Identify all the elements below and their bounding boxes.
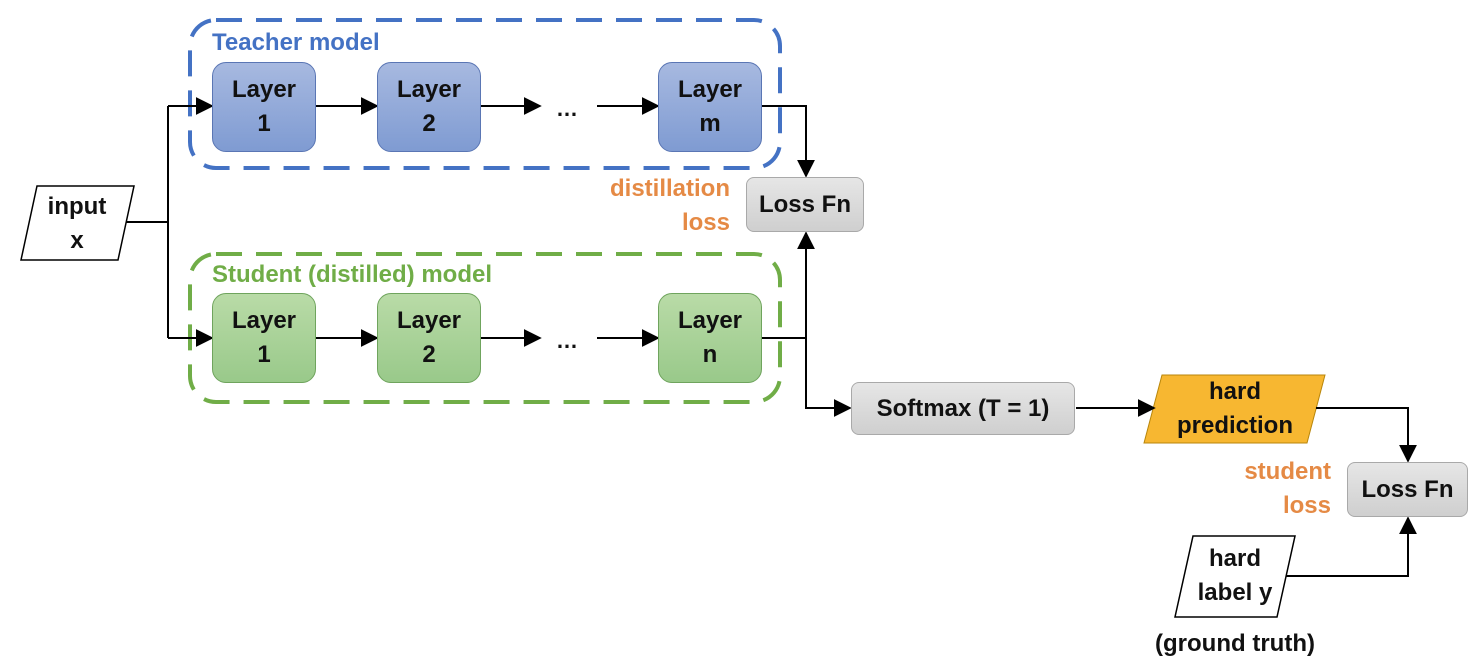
hard-prediction-line2: prediction — [1176, 412, 1293, 439]
layer-index: 1 — [257, 110, 271, 137]
layer-index: m — [699, 110, 721, 137]
student-model-label: Student (distilled) model — [212, 261, 492, 288]
layer-index: 2 — [422, 341, 436, 368]
student-loss-line2: loss — [1282, 492, 1331, 519]
layer-label: Layer — [396, 76, 462, 103]
student-group-border — [188, 252, 782, 404]
softmax-label: Softmax (T = 1) — [876, 394, 1050, 422]
teacher-ellipsis: … — [556, 96, 578, 121]
ground-truth-label: (ground truth) — [1155, 630, 1315, 657]
student-loss-line1: student — [1244, 458, 1331, 485]
hard-label-shape — [1174, 535, 1296, 618]
softmax-box: Softmax (T = 1) — [851, 382, 1075, 435]
hard-label-line2: label y — [1197, 579, 1273, 606]
layer-label: Layer — [396, 307, 462, 334]
student-layer-n: Layer n — [658, 293, 762, 383]
hard-prediction-line1: hard — [1208, 378, 1261, 405]
loss-fn-label: Loss Fn — [1361, 475, 1454, 503]
input-label-line1: input — [47, 193, 107, 220]
teacher-layer-m: Layer m — [658, 62, 762, 152]
hard-prediction-shape — [1143, 374, 1326, 444]
distillation-loss-line2: loss — [681, 209, 730, 236]
student-loss-label: student loss — [1200, 455, 1331, 523]
input-label: input x — [27, 190, 127, 258]
hard-label-label: hard label y — [1181, 542, 1289, 610]
layer-index: 2 — [422, 110, 436, 137]
student-layer-1: Layer 1 — [212, 293, 316, 383]
layer-label: Layer — [231, 76, 297, 103]
layer-label: Layer — [231, 307, 297, 334]
input-shape — [20, 185, 135, 261]
layer-label: Layer — [677, 76, 743, 103]
input-label-line2: x — [70, 227, 84, 254]
layer-index: 1 — [257, 341, 271, 368]
loss-fn-label: Loss Fn — [758, 190, 851, 218]
distillation-loss-line1: distillation — [610, 175, 730, 202]
student-ellipsis: … — [556, 328, 578, 353]
distillation-loss-label: distillation loss — [580, 172, 730, 240]
student-loss-fn: Loss Fn — [1347, 462, 1468, 517]
teacher-layer-1: Layer 1 — [212, 62, 316, 152]
teacher-model-label: Teacher model — [212, 29, 380, 56]
hard-prediction-label: hard prediction — [1150, 375, 1320, 443]
layer-index: n — [702, 341, 718, 368]
student-layer-2: Layer 2 — [377, 293, 481, 383]
distillation-loss-fn: Loss Fn — [746, 177, 864, 232]
teacher-layer-2: Layer 2 — [377, 62, 481, 152]
teacher-group-border — [188, 18, 782, 170]
connectors — [126, 97, 1417, 577]
layer-label: Layer — [677, 307, 743, 334]
hard-label-line1: hard — [1208, 545, 1261, 572]
